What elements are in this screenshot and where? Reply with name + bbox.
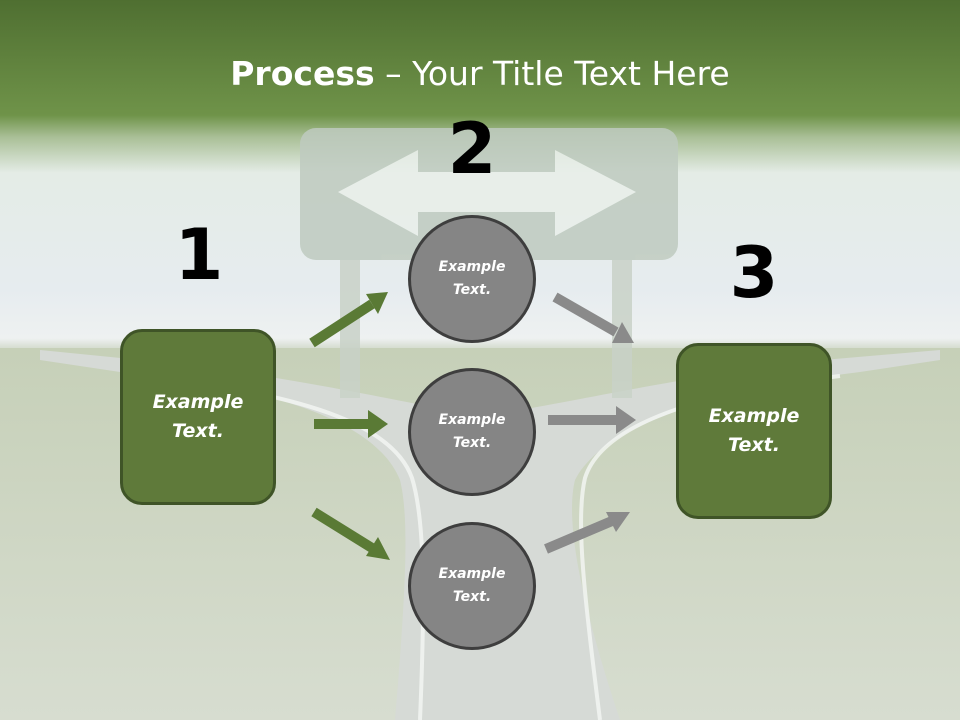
step-3-text: Example Text. bbox=[708, 405, 800, 456]
slide-title: Process – Your Title Text Here bbox=[230, 54, 730, 93]
step-3-box: Example Text. bbox=[676, 343, 832, 519]
circle-middle: Example Text. bbox=[408, 368, 536, 496]
step-number-1: 1 bbox=[174, 214, 224, 296]
step-1-box: Example Text. bbox=[120, 329, 276, 505]
circle-bottom-text: Example Text. bbox=[438, 566, 506, 605]
double-arrow-icon bbox=[338, 150, 636, 236]
step-number-2: 2 bbox=[447, 108, 497, 190]
circle-top: Example Text. bbox=[408, 215, 536, 343]
step-1-text: Example Text. bbox=[152, 391, 244, 442]
road-sign bbox=[300, 128, 678, 398]
circle-top-text: Example Text. bbox=[438, 259, 506, 298]
circle-middle-text: Example Text. bbox=[438, 412, 506, 451]
step-number-3: 3 bbox=[729, 232, 779, 314]
circle-bottom: Example Text. bbox=[408, 522, 536, 650]
